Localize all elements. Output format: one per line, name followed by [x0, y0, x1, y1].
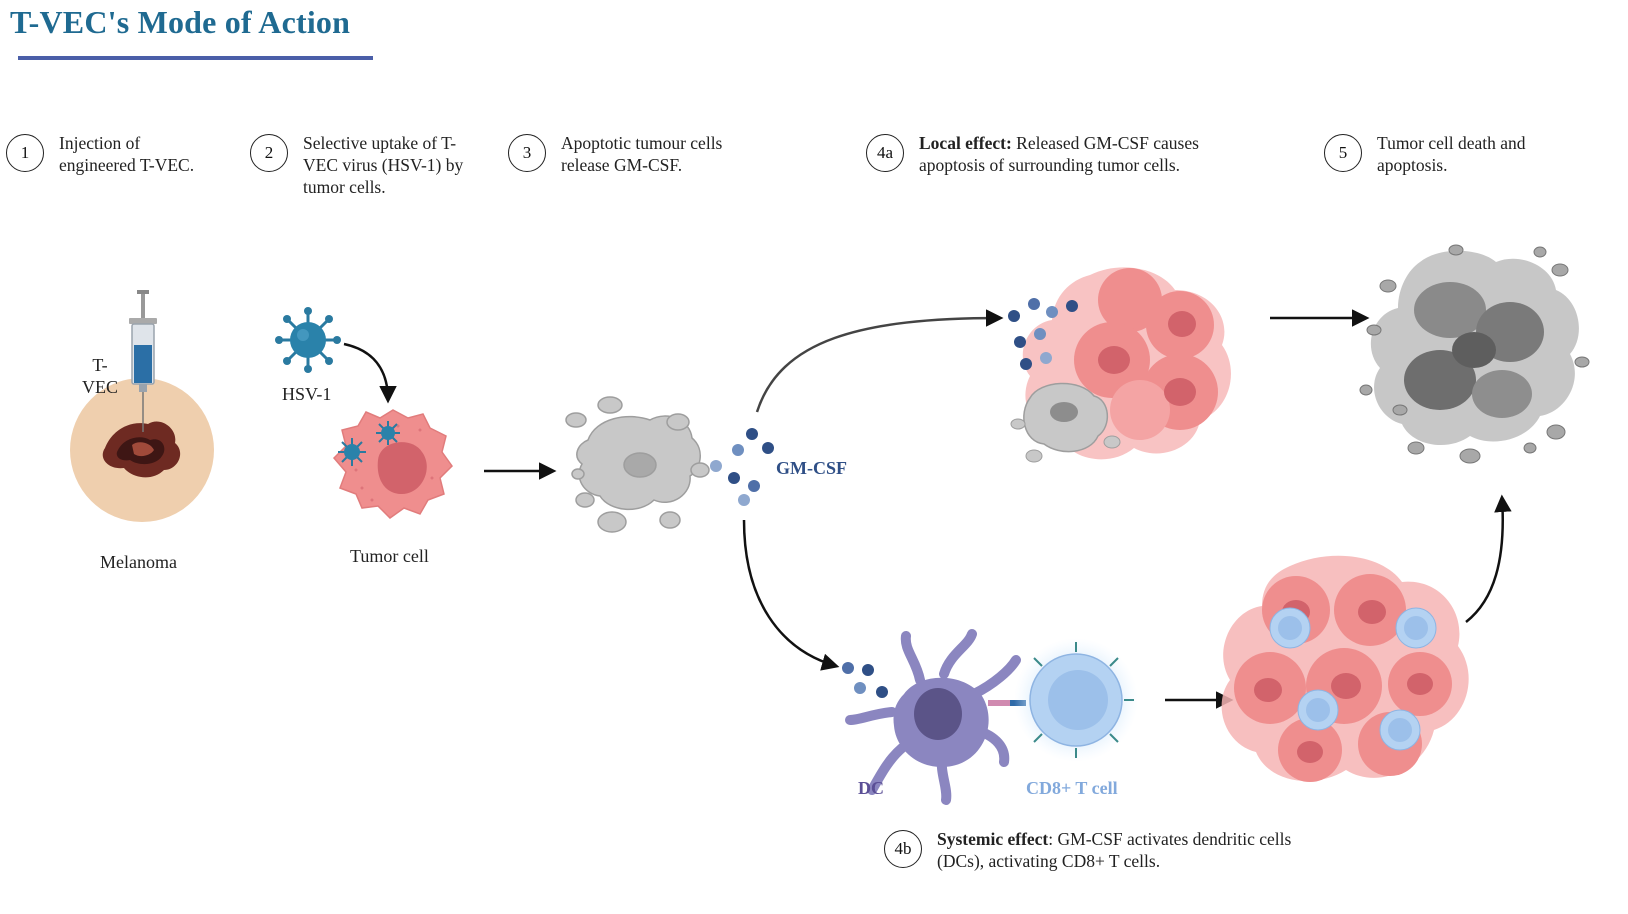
step-4a-text: Local effect: Released GM-CSF causes apo…: [919, 132, 1239, 176]
step-2-number: 2: [250, 134, 288, 172]
step-4b-number: 4b: [884, 830, 922, 868]
hsv1-virus-icon: [275, 307, 341, 373]
step-4a-rest: Released GM-CSF causes apoptosis of surr…: [919, 133, 1199, 175]
hsv1-label: HSV-1: [282, 384, 332, 404]
arrow-to-local-effect: [755, 309, 1004, 413]
tvec-label: T- VEC: [82, 354, 118, 398]
systemic-tumor-cluster: [1221, 555, 1469, 782]
step-5-text: Tumor cell death and apoptosis.: [1377, 133, 1526, 175]
cell-death-cluster: [1359, 244, 1590, 464]
dc-gmcsf-particles: [842, 662, 888, 698]
local-gmcsf-particles: [1008, 298, 1078, 370]
internal-virus-icon: [376, 421, 400, 445]
step-4b-text: Systemic effect: GM-CSF activates dendri…: [937, 828, 1297, 872]
step-1-text: Injection of engineered T-VEC.: [59, 133, 195, 175]
step-4a-bold: Local effect:: [919, 133, 1012, 153]
uptake-arrow: [343, 342, 397, 404]
step-2: 2 Selective uptake of T-VEC virus (HSV-1…: [250, 133, 500, 198]
infiltrating-t-cells: [1269, 607, 1437, 751]
melanoma-label: Melanoma: [100, 552, 177, 572]
syringe-icon: [129, 290, 157, 432]
step-3-text: Apoptotic tumour cells release GM-CSF.: [561, 133, 723, 175]
step-1-number: 1: [6, 134, 44, 172]
step-4b-bold: Systemic effect: [937, 829, 1049, 849]
step-4a-number: 4a: [866, 134, 904, 172]
tumor-cell-illustration: [332, 409, 453, 519]
melanoma-illustration: [70, 378, 214, 522]
step-5: 5 Tumor cell death and apoptosis.: [1324, 133, 1544, 176]
tvec-label-line1: T-: [92, 355, 108, 375]
page-title: T-VEC's Mode of Action: [10, 4, 351, 40]
title-underline: [18, 56, 373, 60]
dc-label: DC: [858, 778, 884, 798]
dendritic-cell-illustration: [845, 629, 1021, 805]
local-effect-tumor-cluster: [1010, 267, 1231, 463]
tvec-label-line2: VEC: [82, 377, 118, 397]
arrow-to-final-death: [1465, 494, 1512, 623]
step-2-text: Selective uptake of T-VEC virus (HSV-1) …: [303, 133, 464, 197]
step-5-number: 5: [1324, 134, 1362, 172]
step-3-number: 3: [508, 134, 546, 172]
tumor-cell-label: Tumor cell: [350, 546, 429, 566]
internal-virus-icon: [338, 438, 366, 466]
gmcsf-particles: [710, 428, 774, 506]
step-4a: 4a Local effect: Released GM-CSF causes …: [866, 132, 1246, 176]
gmcsf-label: GM-CSF: [776, 458, 847, 478]
step-1: 1 Injection of engineered T-VEC.: [6, 133, 231, 176]
cd8-t-cell-label: CD8+ T cell: [1026, 778, 1118, 798]
apoptotic-cell-illustration: [565, 396, 710, 533]
step-3: 3 Apoptotic tumour cells release GM-CSF.: [508, 133, 768, 176]
step-4b: 4b Systemic effect: GM-CSF activates den…: [884, 828, 1304, 872]
arrow-to-systemic-effect: [742, 519, 840, 671]
cd8-t-cell-illustration: [1014, 638, 1138, 762]
step-4b-rest: : GM-CSF activates dendritic cells (DCs)…: [937, 829, 1292, 871]
